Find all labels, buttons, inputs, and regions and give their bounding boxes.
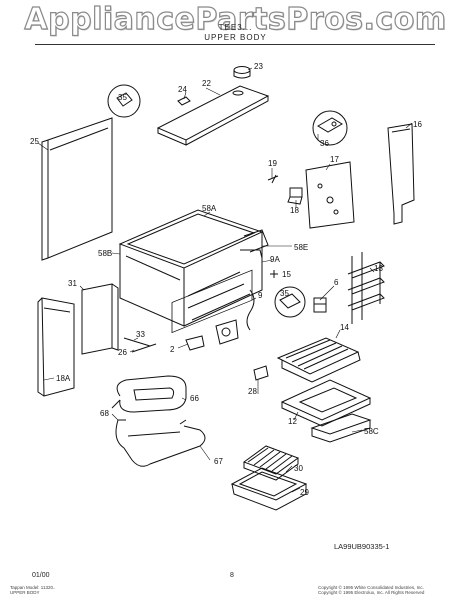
diagram-code: LA99UB90335-1 — [334, 542, 390, 551]
part-28-bracket — [253, 365, 269, 381]
part-23-knob — [233, 66, 251, 79]
section-header: UPPER BODY — [204, 33, 267, 42]
label-30: 30 — [294, 464, 303, 473]
part-2-bracket — [185, 335, 205, 351]
label-18a: 18A — [56, 374, 71, 383]
part-33-rod — [123, 337, 151, 347]
part-15-screw — [270, 270, 278, 278]
label-12: 12 — [288, 417, 297, 426]
label-17: 17 — [330, 155, 339, 164]
label-58c: 58C — [364, 427, 379, 436]
part-29-broiler-pan — [230, 467, 308, 511]
part-18a-side-panel — [37, 297, 75, 397]
part-18-switch — [287, 187, 303, 205]
footer-model-line: Tappan Model: 11320.. — [10, 585, 56, 590]
label-35-lower: 35 — [280, 289, 289, 298]
label-26: 26 — [118, 348, 127, 357]
label-9a: 9A — [270, 255, 280, 264]
part-35-inset-lower — [274, 286, 306, 318]
part-14-oven-rack — [276, 337, 361, 383]
label-58b: 58B — [98, 249, 112, 258]
part-22-top-panel — [156, 85, 270, 146]
label-67: 67 — [214, 457, 223, 466]
part-16-side-trim — [387, 123, 415, 225]
label-13: 13 — [374, 264, 383, 273]
part-element-bracket — [215, 319, 239, 345]
part-66-bake-element — [111, 375, 187, 413]
leader-lines — [37, 67, 413, 493]
footer-date: 01/00 — [32, 572, 50, 579]
footer-section-line: UPPER BODY — [10, 590, 40, 595]
watermark-text: AppliancePartsPros.com — [24, 1, 447, 37]
label-58e: 58E — [294, 243, 308, 252]
part-30-broiler-grid — [242, 445, 300, 481]
label-24: 24 — [178, 85, 187, 94]
part-31-door-panel — [81, 283, 119, 355]
label-15: 15 — [282, 270, 291, 279]
part-9-wire — [246, 289, 255, 331]
label-16: 16 — [413, 120, 422, 129]
label-2: 2 — [170, 345, 175, 354]
label-25: 25 — [30, 137, 39, 146]
part-17-bracket — [305, 161, 355, 229]
label-22: 22 — [202, 79, 211, 88]
label-18: 18 — [290, 206, 299, 215]
footer-page-number: 8 — [230, 572, 234, 579]
part-58c-insulation — [310, 413, 372, 443]
label-28: 28 — [248, 387, 257, 396]
label-14: 14 — [340, 323, 349, 332]
label-36: 36 — [320, 139, 329, 148]
model-header: TEE3... — [218, 23, 253, 32]
label-33: 33 — [136, 330, 145, 339]
label-23: 23 — [254, 62, 263, 71]
footer-copyright-2: Copyright © 1995 Electrolux, Inc. All Ri… — [318, 590, 425, 595]
part-36-inset — [312, 110, 348, 146]
header-rule — [35, 44, 435, 45]
part-6-block — [313, 297, 327, 313]
part-19-screw — [267, 174, 279, 184]
part-58-oven-body — [118, 209, 269, 334]
part-24-clip — [177, 96, 191, 106]
part-26-rod — [131, 343, 157, 353]
label-19: 19 — [268, 159, 277, 168]
label-29: 29 — [300, 488, 309, 497]
label-9: 9 — [258, 291, 263, 300]
part-12-broiler-pan — [280, 379, 372, 427]
part-67-broil-element — [115, 419, 206, 467]
label-6: 6 — [334, 278, 339, 287]
label-68: 68 — [100, 409, 109, 418]
part-13-rack-supports — [347, 252, 385, 324]
part-35-inset-top — [107, 84, 141, 118]
footer-copyright-1: Copyright © 1995 White Consolidated Indu… — [318, 585, 424, 590]
label-66: 66 — [190, 394, 199, 403]
label-31: 31 — [68, 279, 77, 288]
label-58a: 58A — [202, 204, 217, 213]
label-35-top: 35 — [118, 93, 127, 102]
part-25-side-panel — [41, 117, 113, 261]
